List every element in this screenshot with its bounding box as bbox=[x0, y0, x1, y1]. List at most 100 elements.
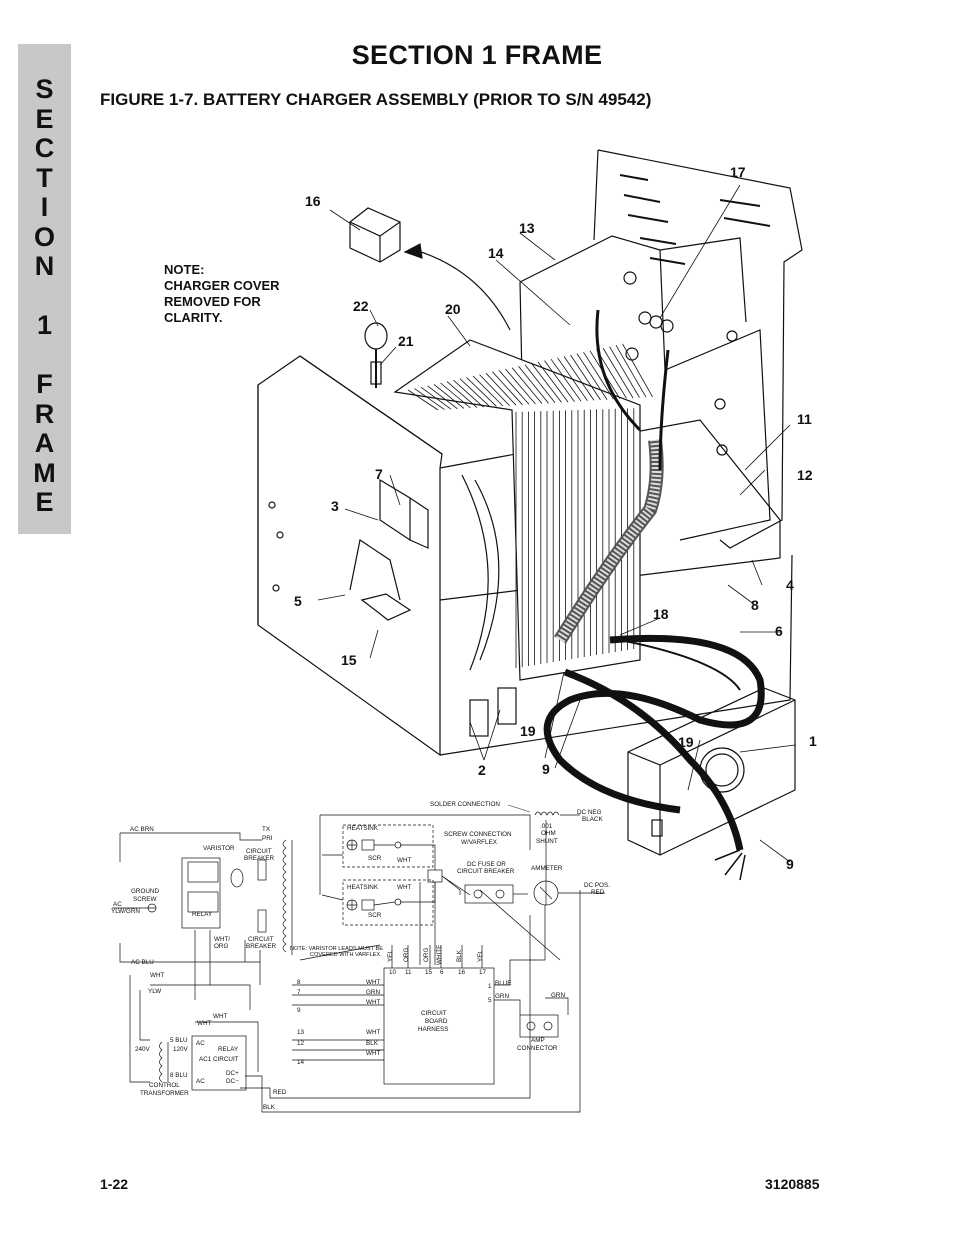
row-color: WHT bbox=[366, 999, 380, 1006]
label-circuit-2: CIRCUIT bbox=[248, 936, 274, 943]
label-ylw: YLW bbox=[148, 988, 161, 995]
row-pin: 12 bbox=[297, 1040, 305, 1047]
callout-9b: 9 bbox=[786, 856, 794, 872]
right-row-pin: 5 bbox=[488, 997, 492, 1004]
side-tab-letter: S bbox=[35, 74, 54, 104]
label-pri: PRI bbox=[262, 835, 273, 842]
label-breaker-1: BREAKER bbox=[244, 855, 275, 862]
amp-label-1: AMP bbox=[531, 1037, 545, 1044]
side-tab-letter: R bbox=[34, 398, 55, 429]
row-color: BLK bbox=[366, 1040, 379, 1047]
row-pin: 13 bbox=[297, 1029, 305, 1036]
side-tab-letter: C bbox=[34, 133, 55, 163]
callout-17: 17 bbox=[730, 164, 746, 180]
side-tab-letter: E bbox=[35, 487, 54, 517]
label-screw: SCREW bbox=[133, 896, 156, 903]
label-ground: GROUND bbox=[131, 888, 159, 895]
label-scr-2: SCR bbox=[368, 912, 382, 919]
label-ac1-circuit: AC1 CIRCUIT bbox=[199, 1056, 239, 1063]
label-red-pos: RED bbox=[591, 889, 605, 896]
side-tab-letter: I bbox=[40, 192, 49, 222]
label-dc-plus: DC+ bbox=[226, 1070, 239, 1077]
callout-2: 2 bbox=[478, 762, 486, 778]
wire-yel-2: YEL bbox=[477, 950, 484, 962]
amp-grn: GRN bbox=[551, 992, 565, 999]
label-dc-fuse: DC FUSE OR bbox=[467, 861, 506, 868]
label-relay-2: RELAY bbox=[218, 1046, 239, 1053]
callout-7: 7 bbox=[375, 466, 383, 482]
callout-15: 15 bbox=[341, 652, 357, 668]
callout-18: 18 bbox=[653, 606, 669, 622]
label-varistor-note-2: COVERED WITH VARFLEX. bbox=[310, 952, 382, 958]
pin-16: 16 bbox=[458, 969, 466, 976]
label-5-blu: 5 BLU bbox=[170, 1037, 188, 1044]
label-wht-1: WHT bbox=[150, 972, 164, 979]
callout-8: 8 bbox=[751, 597, 759, 613]
callout-12: 12 bbox=[797, 467, 813, 483]
label-varflex: W/VARFLEX bbox=[461, 839, 498, 846]
section-title: SECTION 1 FRAME bbox=[351, 40, 603, 70]
label-tx: TX bbox=[262, 826, 271, 833]
callout-6: 6 bbox=[775, 623, 783, 639]
label-heatsink-1: HEATSINK bbox=[347, 825, 379, 832]
callout-4: 4 bbox=[786, 577, 794, 593]
label-control: CONTROL bbox=[149, 1082, 180, 1089]
callout-16: 16 bbox=[305, 193, 321, 209]
label-dc-pos: DC POS. bbox=[584, 882, 610, 889]
row-color: GRN bbox=[366, 989, 380, 996]
label-120v: 120V bbox=[173, 1046, 189, 1053]
side-tab-letter: M bbox=[33, 457, 56, 488]
wire-org-1: ORG bbox=[403, 948, 410, 962]
label-ylw-grn: YLW/GRN bbox=[111, 908, 140, 915]
side-tab-letter: O bbox=[33, 221, 55, 252]
row-pin: 7 bbox=[297, 989, 301, 996]
right-row-color: BLUE bbox=[495, 980, 511, 987]
label-relay: RELAY bbox=[192, 911, 213, 918]
harness-label-3: HARNESS bbox=[418, 1026, 448, 1033]
right-row-color: GRN bbox=[495, 993, 509, 1000]
label-screw-connection: SCREW CONNECTION bbox=[444, 831, 512, 838]
callout-11: 11 bbox=[797, 411, 812, 427]
row-pin: 14 bbox=[297, 1059, 305, 1066]
callout-3: 3 bbox=[331, 498, 339, 514]
side-tab-letter: 1 bbox=[36, 310, 53, 340]
label-black: BLACK bbox=[582, 816, 603, 823]
label-solder-connection: SOLDER CONNECTION bbox=[430, 801, 500, 808]
label-shunt: SHUNT bbox=[536, 838, 558, 845]
callout-9: 9 bbox=[542, 761, 550, 777]
label-wht-3: WHT bbox=[197, 1020, 211, 1027]
label-blk: BLK bbox=[263, 1104, 276, 1111]
row-pin: 9 bbox=[297, 1007, 301, 1014]
callout-1: 1 bbox=[809, 733, 817, 749]
note-line: NOTE: bbox=[164, 262, 205, 277]
row-color: WHT bbox=[366, 979, 380, 986]
row-pin: 8 bbox=[297, 979, 301, 986]
pin-17: 17 bbox=[479, 969, 487, 976]
label-heatsink-2: HEATSINK bbox=[347, 884, 379, 891]
label-ac-brn: AC BRN bbox=[130, 826, 154, 833]
label-circuit-breaker: CIRCUIT BREAKER bbox=[457, 868, 515, 875]
label-wht-scr2: WHT bbox=[397, 884, 411, 891]
pin-11: 11 bbox=[405, 969, 412, 976]
wire-white: WHITE bbox=[436, 945, 443, 965]
label-ac-blu: AC BLU bbox=[131, 959, 154, 966]
note-line: CHARGER COVER bbox=[164, 278, 280, 293]
row-color: WHT bbox=[366, 1050, 380, 1057]
pin-10: 10 bbox=[389, 969, 397, 976]
label-ammeter: AMMETER bbox=[531, 865, 563, 872]
callout-14: 14 bbox=[488, 245, 504, 261]
amp-label-2: CONNECTOR bbox=[517, 1045, 558, 1052]
wire-org-2: ORG bbox=[423, 948, 430, 962]
label-scr-1: SCR bbox=[368, 855, 382, 862]
label-red: RED bbox=[273, 1089, 287, 1096]
pin-15: 15 bbox=[425, 969, 433, 976]
label-240v: 240V bbox=[135, 1046, 151, 1053]
side-tab-letter: F bbox=[36, 369, 53, 399]
wire-yel-1: YEL bbox=[387, 950, 394, 962]
label-8-blu: 8 BLU bbox=[170, 1072, 188, 1079]
label-circuit-1: CIRCUIT bbox=[246, 848, 272, 855]
callout-20: 20 bbox=[445, 301, 461, 317]
figure-title: FIGURE 1-7. BATTERY CHARGER ASSEMBLY (PR… bbox=[100, 90, 652, 109]
